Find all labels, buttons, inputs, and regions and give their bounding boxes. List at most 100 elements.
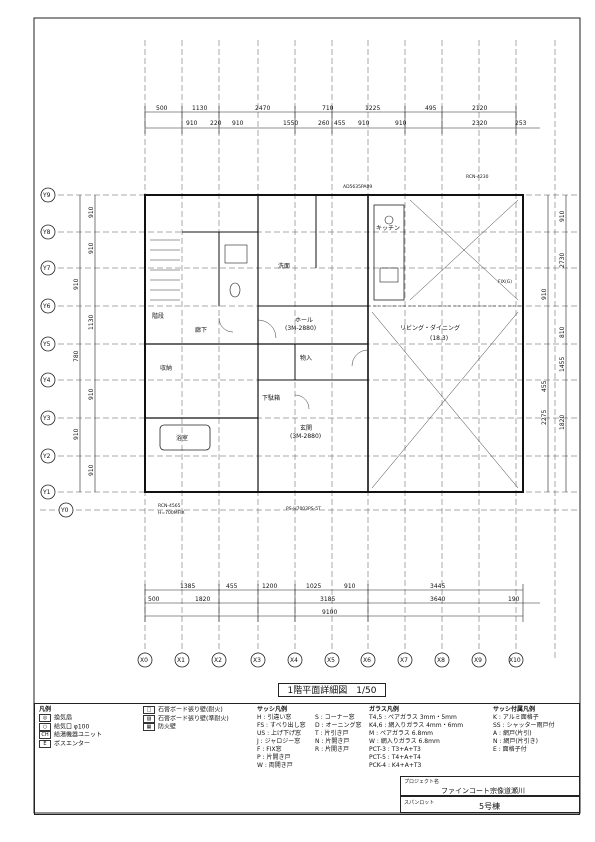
glass-item: PCK-4 : K4+A+T3 [369,762,422,769]
accessory-item: E : 面格子付 [493,746,527,753]
legend-row: ◎換気扇 [39,714,139,723]
top-dim-r2-7: 910 [358,120,370,127]
x-grid-label: X6 [363,657,371,664]
lot-value: 5号棟 [479,802,501,811]
y-grid-label: Y1 [42,489,51,496]
bottom-total: 9100 [322,609,337,616]
kitchen-counter [373,204,405,301]
lot-label: スパンロット [404,800,435,806]
window-label-e: H=700MFIX [158,510,185,516]
room-hall-size: (3M-2880) [285,325,316,332]
bottom-dim: 3445 [430,583,445,590]
x-grid-bubbles: X0 X1 X2 X3 X4 X5 X6 X7 X8 X9 X10 [137,652,524,668]
bottom-dim: 1385 [180,583,195,590]
window-label-a: AD5635PA09 [343,184,372,190]
right-dim: 910 [559,210,566,222]
glass-item: M : ペアガラス 6.8mm [369,730,434,737]
room-washroom: 洗面 [278,262,290,270]
x-grid-label: X10 [509,657,521,664]
glass-item: PCT-5 : T4+A+T4 [369,754,421,761]
legend-text: 石膏ボード張り壁(耐火) [158,706,223,714]
glass-item: PCT-3 : T3+A+T3 [369,746,421,753]
top-dim-r2-10: 253 [515,120,527,127]
left-dim: 910 [73,428,80,440]
room-entrance: 玄関 [300,424,312,432]
accessory-item: N : 網戸(片引き) [493,738,539,745]
room-bath: 浴室 [176,434,188,442]
legend-col-walls: □石膏ボード張り壁(耐火) ▨石膏ボード張り壁(準耐火) ▦防火壁 [143,706,253,732]
accessory-item: K : アルミ面格子 [493,714,539,721]
project-name: ファインコート宗像道瀬川 [441,787,525,795]
top-dim-r2-5: 260 [318,120,330,127]
y-grid-label: Y8 [42,229,51,236]
top-dims-row2: 910 220 910 1550 260 455 910 910 2320 25… [186,120,527,127]
room-shoe: 下駄箱 [262,394,280,402]
legend-row: ▨石膏ボード張り壁(準耐火) [143,714,253,724]
toilet [229,282,241,298]
top-dim-r2-9: 2320 [472,120,487,127]
top-dim-r2-6: 455 [334,120,346,127]
room-stair: 階段 [152,312,164,320]
x-grid-label: X5 [327,657,335,664]
bottom-dim: 1025 [306,583,321,590]
window-labels: AD5635PA09 RCN-4230 FIX(G) RCN-4565 H=70… [158,174,512,516]
accessory-item: A : 網戸(片引) [493,730,532,737]
top-dim-7: 2120 [472,105,487,112]
sash-item: H : 引違い窓 [257,714,292,721]
room-storage: 収納 [160,364,172,372]
drawing-frame [33,17,581,814]
bottom-dim: 190 [508,596,520,603]
legend-row: □石膏ボード張り壁(耐火) [143,706,253,715]
sash-item: T : 片引き戸 [315,730,349,737]
sash-item: W : 両開き戸 [257,762,293,769]
room-labels: 浴室 洗面 ホール (3M-2880) 廊下 玄関 (3M-2880) リビング… [152,225,460,442]
window-label-c: FIX(G) [498,279,512,285]
sash-legend-title: サッシ凡例 [257,706,288,713]
y-grid-label: Y2 [42,453,51,460]
lot-title-block: スパンロット 5号棟 [400,796,580,813]
left-dim: 910 [88,464,95,476]
left-dim: 1130 [88,315,95,330]
window-label-d: RCN-4565 [158,503,181,509]
sash-item: N : 片開き戸 [315,738,350,745]
accessory-legend-title: サッシ付属凡例 [493,706,536,713]
accessory-item: SS : シャッター雨戸付 [493,722,555,729]
door-swings [218,317,369,410]
room-entrance-size: (3M-2880) [290,433,321,440]
legend-symbol: CH [39,731,51,739]
drawing-title: 1階平面詳細図 1/50 [278,683,386,697]
right-dim: 1820 [559,415,566,430]
x-grid-label: X7 [400,657,408,664]
top-dimension-lines [144,106,540,134]
x-grid-label: X9 [474,657,482,664]
sash-item: R : 片開き戸 [315,746,350,753]
left-dim: 910 [88,242,95,254]
right-dim: 455 [541,380,548,392]
ldk-void-cross [371,199,519,489]
legend-text: 給気口 φ100 [54,723,90,730]
right-dim: 1455 [559,357,566,372]
project-title-block: プロジェクト名 ファインコート宗像道瀬川 [400,776,580,796]
sash-item: S : コーナー窓 [315,714,355,721]
y-grid-label: Y9 [42,192,51,199]
window-label-b: RCN-4230 [466,174,489,180]
y-grid-label: Y7 [42,265,51,272]
bottom-dim: 910 [344,583,356,590]
window-label-f: PS-H7003PS-5T [286,506,321,512]
left-dim: 910 [73,278,80,290]
sash-item: J : ジャロジー窓 [257,738,301,745]
wash-basin [224,244,248,264]
bottom-dim: 1200 [262,583,277,590]
building-walls [144,194,524,493]
legend-text: 換気扇 [54,714,73,722]
y-grid-label: Y0 [60,507,69,514]
x-grid-label: X4 [290,657,298,664]
glass-item: W : 網入りガラス 6.8mm [369,738,440,745]
right-dim: 810 [559,326,566,338]
right-dim: 910 [541,288,548,300]
bottom-dim: 455 [226,583,238,590]
